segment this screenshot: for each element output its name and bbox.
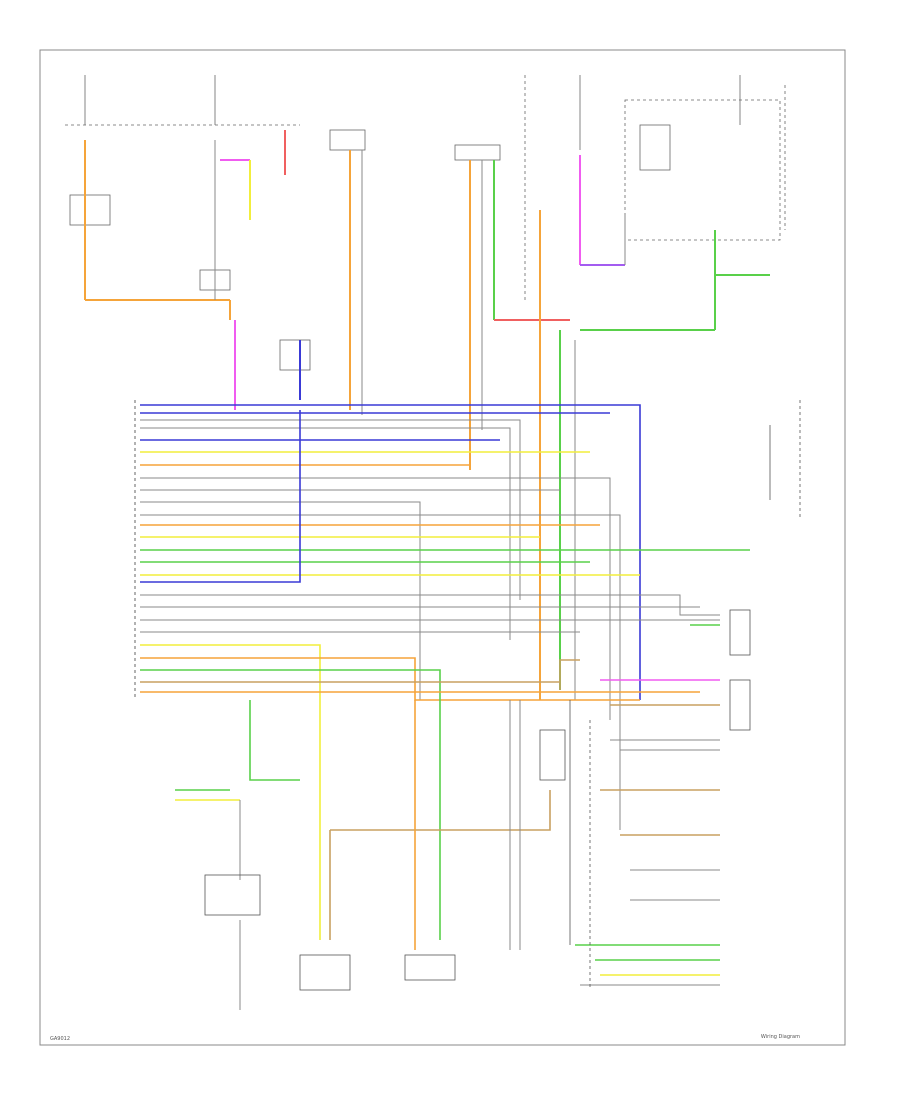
- diagram-id-label: GA9012: [50, 1036, 70, 1042]
- diagram-title-label: Wiring Diagram: [761, 1034, 800, 1040]
- diagram-border: [39, 49, 846, 1046]
- top-fuse-bus: [65, 75, 786, 371]
- top-feed-wires: [84, 130, 770, 700]
- lower-components: [204, 400, 801, 991]
- harness-wires: [140, 404, 750, 1010]
